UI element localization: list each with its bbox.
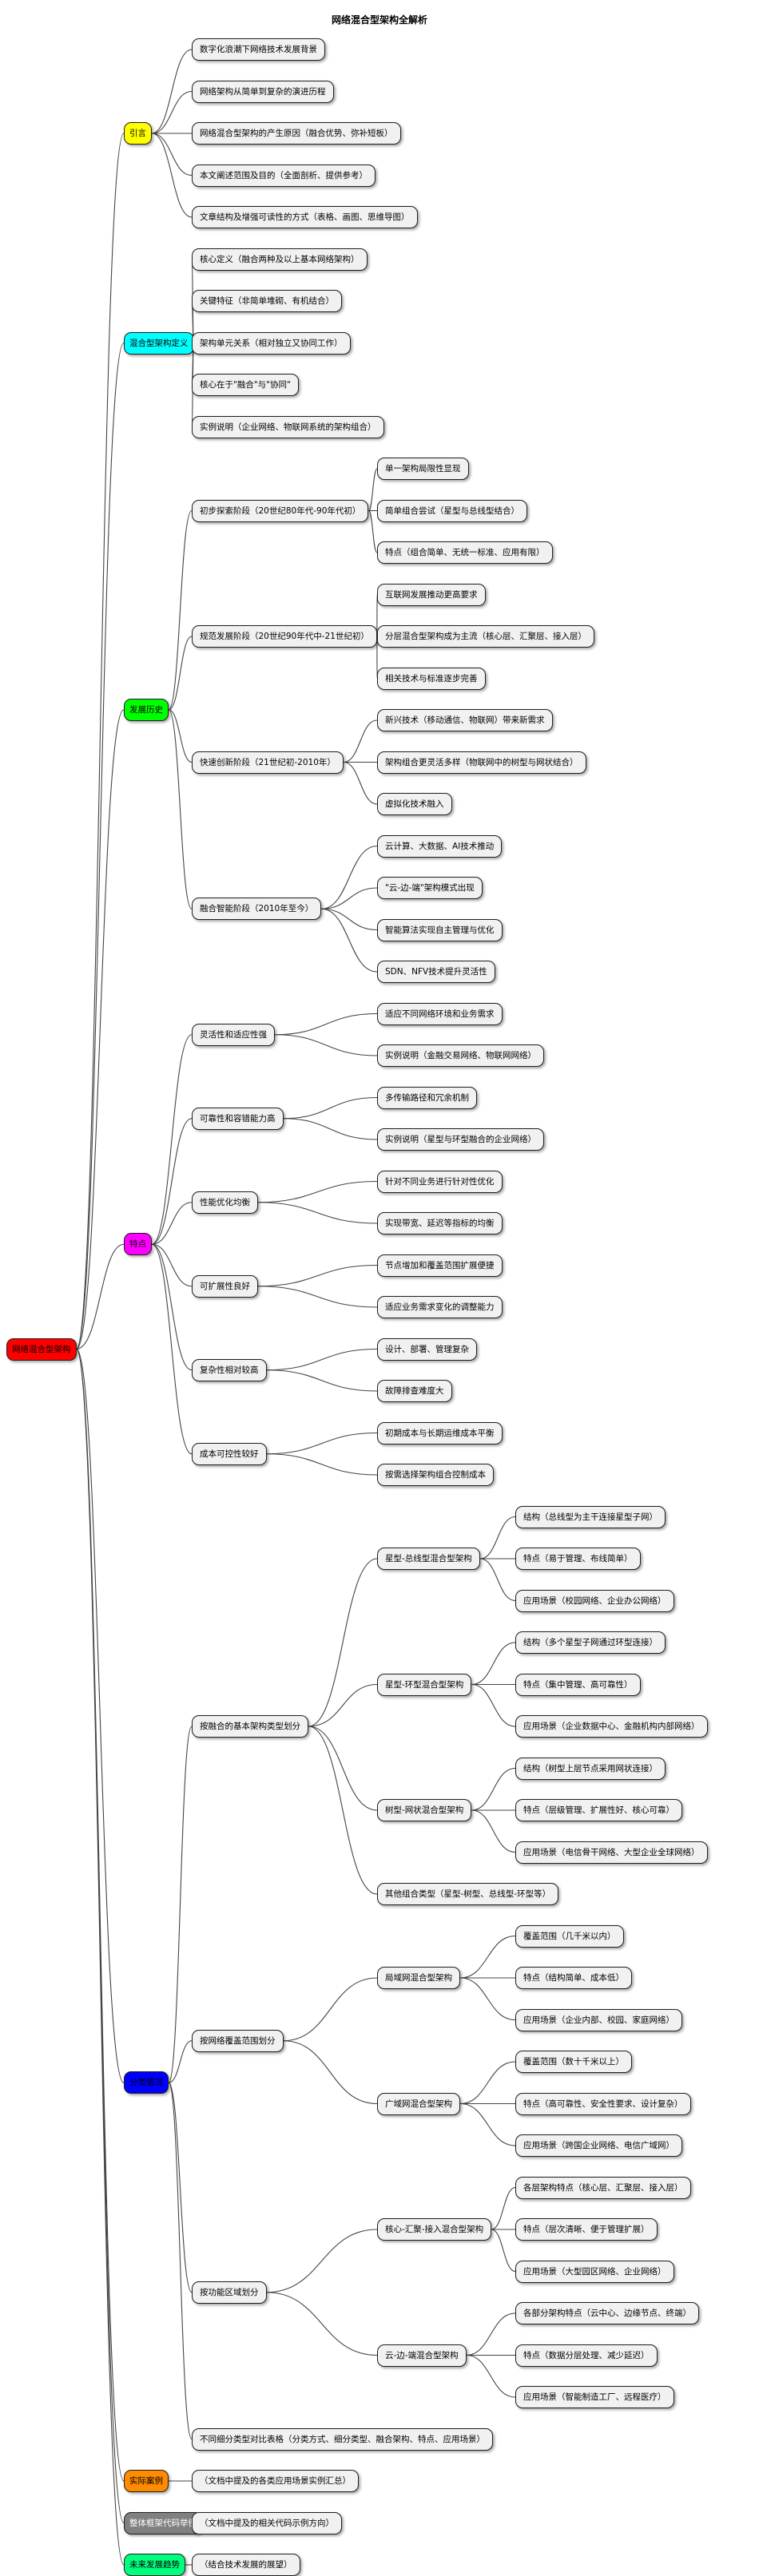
topic-node[interactable]: 可靠性和容错能力高 <box>192 1108 284 1130</box>
leaf-node[interactable]: 单一架构局限性显现 <box>377 458 469 480</box>
leaf-node[interactable]: 数字化浪潮下网络技术发展背景 <box>192 38 325 61</box>
leaf-node[interactable]: 适应不同网络环境和业务需求 <box>377 1003 503 1025</box>
branch-node[interactable]: 发展历史 <box>124 699 169 721</box>
leaf-node[interactable]: 故障排查难度大 <box>377 1380 452 1402</box>
leaf-node[interactable]: 结构（多个星型子网通过环型连接） <box>515 1631 666 1654</box>
leaf-node[interactable]: SDN、NFV技术提升灵活性 <box>377 961 495 983</box>
leaf-node[interactable]: 实例说明（企业网络、物联网系统的架构组合） <box>192 416 384 438</box>
leaf-node[interactable]: 初期成本与长期运维成本平衡 <box>377 1422 503 1445</box>
topic-node[interactable]: 初步探索阶段（20世纪80年代-90年代初） <box>192 500 368 522</box>
leaf-node[interactable]: 架构组合更灵活多样（物联网中的树型与网状结合） <box>377 751 586 774</box>
branch-node[interactable]: 实际案例 <box>124 2470 169 2492</box>
leaf-node[interactable]: 按需选择架构组合控制成本 <box>377 1464 494 1486</box>
leaf-node[interactable]: 特点（组合简单、无统一标准、应用有限） <box>377 541 553 564</box>
leaf-node[interactable]: 应用场景（企业内部、校园、家庭网络） <box>515 2009 682 2031</box>
leaf-node[interactable]: （文档中提及的相关代码示例方向） <box>192 2512 342 2534</box>
leaf-node[interactable]: 特点（层级管理、扩展性好、核心可靠） <box>515 1799 682 1821</box>
leaf-node[interactable]: 核心在于"融合"与"协同" <box>192 374 299 396</box>
topic-node[interactable]: 按网络覆盖范围划分 <box>192 2030 284 2052</box>
leaf-node[interactable]: 结构（总线型为主干连接星型子网） <box>515 1506 666 1528</box>
leaf-node[interactable]: 特点（层次清晰、便于管理扩展） <box>515 2218 658 2241</box>
leaf-node[interactable]: 特点（集中管理、高可靠性） <box>515 1674 641 1696</box>
leaf-node[interactable]: 多传输路径和冗余机制 <box>377 1087 477 1109</box>
topic-node[interactable]: 云-边-端混合型架构 <box>377 2344 467 2367</box>
leaf-node[interactable]: 应用场景（大型园区网络、企业网络） <box>515 2261 674 2283</box>
leaf-node[interactable]: （结合技术发展的展望） <box>192 2554 300 2576</box>
leaf-node[interactable]: 智能算法实现自主管理与优化 <box>377 919 503 941</box>
leaf-node[interactable]: 架构单元关系（相对独立又协同工作） <box>192 332 351 355</box>
topic-node[interactable]: 可扩展性良好 <box>192 1275 258 1298</box>
leaf-node[interactable]: 实例说明（金融交易网络、物联网网络） <box>377 1044 544 1067</box>
leaf-node[interactable]: 应用场景（校园网络、企业办公网络） <box>515 1590 674 1612</box>
leaf-node[interactable]: 特点（数据分层处理、减少延迟） <box>515 2344 658 2367</box>
leaf-node[interactable]: 设计、部署、管理复杂 <box>377 1338 477 1361</box>
topic-node[interactable]: 灵活性和适应性强 <box>192 1024 275 1046</box>
root-node[interactable]: 网络混合型架构 <box>6 1338 77 1361</box>
leaf-node[interactable]: 实现带宽、延迟等指标的均衡 <box>377 1212 503 1234</box>
leaf-node[interactable]: 各层架构特点（核心层、汇聚层、接入层） <box>515 2177 691 2199</box>
topic-node[interactable]: 规范发展阶段（20世纪90年代中-21世纪初） <box>192 625 377 648</box>
topic-node[interactable]: 性能优化均衡 <box>192 1191 258 1214</box>
leaf-node[interactable]: 应用场景（智能制造工厂、远程医疗） <box>515 2386 674 2408</box>
topic-node[interactable]: 树型-网状混合型架构 <box>377 1799 471 1821</box>
leaf-node[interactable]: 覆盖范围（数十千米以上） <box>515 2051 632 2073</box>
leaf-node[interactable]: 分层混合型架构成为主流（核心层、汇聚层、接入层） <box>377 625 594 648</box>
topic-node[interactable]: 核心-汇聚-接入混合型架构 <box>377 2218 491 2241</box>
leaf-node[interactable]: 关键特征（非简单堆砌、有机结合） <box>192 290 342 312</box>
topic-node[interactable]: 快速创新阶段（21世纪初-2010年） <box>192 751 344 774</box>
topic-node[interactable]: 复杂性相对较高 <box>192 1359 267 1381</box>
topic-node[interactable]: 局域网混合型架构 <box>377 1967 460 1989</box>
leaf-node[interactable]: 结构（树型上层节点采用网状连接） <box>515 1758 666 1780</box>
topic-node[interactable]: 融合智能阶段（2010年至今） <box>192 898 321 920</box>
leaf-node[interactable]: 新兴技术（移动通信、物联网）带来新需求 <box>377 709 553 731</box>
leaf-node[interactable]: （文档中提及的各类应用场景实例汇总） <box>192 2470 359 2492</box>
leaf-node[interactable]: 互联网发展推动更高要求 <box>377 584 486 606</box>
topic-node[interactable]: 星型-环型混合型架构 <box>377 1674 471 1696</box>
leaf-node[interactable]: "云-边-端"架构模式出现 <box>377 877 483 899</box>
leaf-node[interactable]: 网络架构从简单到复杂的演进历程 <box>192 81 334 103</box>
branch-node[interactable]: 引言 <box>124 122 152 145</box>
topic-node[interactable]: 广域网混合型架构 <box>377 2093 460 2115</box>
leaf-node[interactable]: 虚拟化技术融入 <box>377 793 452 815</box>
leaf-node[interactable]: 其他组合类型（星型-树型、总线型-环型等） <box>377 1883 558 1905</box>
leaf-node[interactable]: 本文阐述范围及目的（全面剖析、提供参考） <box>192 164 376 187</box>
topic-node[interactable]: 按融合的基本架构类型划分 <box>192 1715 308 1738</box>
leaf-node[interactable]: 简单组合尝试（星型与总线型结合） <box>377 500 527 522</box>
branch-node[interactable]: 特点 <box>124 1233 152 1255</box>
topic-node[interactable]: 成本可控性较好 <box>192 1443 267 1465</box>
leaf-node[interactable]: 节点增加和覆盖范围扩展便捷 <box>377 1254 503 1277</box>
leaf-node[interactable]: 核心定义（融合两种及以上基本网络架构） <box>192 248 368 271</box>
leaf-node[interactable]: 云计算、大数据、AI技术推动 <box>377 835 502 858</box>
leaf-node[interactable]: 应用场景（企业数据中心、金融机构内部网络） <box>515 1715 708 1738</box>
branch-node[interactable]: 未来发展趋势 <box>124 2554 185 2576</box>
branch-node[interactable]: 整体框架代码举例 <box>124 2512 202 2534</box>
leaf-node[interactable]: 应用场景（电信骨干网络、大型企业全球网络） <box>515 1841 708 1864</box>
topic-node[interactable]: 星型-总线型混合型架构 <box>377 1548 480 1570</box>
leaf-node[interactable]: 相关技术与标准逐步完善 <box>377 668 486 690</box>
leaf-node[interactable]: 特点（易于管理、布线简单） <box>515 1548 641 1570</box>
leaf-node[interactable]: 覆盖范围（几千米以内） <box>515 1925 624 1948</box>
leaf-node[interactable]: 特点（高可靠性、安全性要求、设计复杂） <box>515 2093 691 2115</box>
leaf-node[interactable]: 适应业务需求变化的调整能力 <box>377 1296 503 1318</box>
leaf-node[interactable]: 特点（结构简单、成本低） <box>515 1967 632 1989</box>
leaf-node[interactable]: 不同细分类型对比表格（分类方式、细分类型、融合架构、特点、应用场景） <box>192 2428 493 2451</box>
leaf-node[interactable]: 各部分架构特点（云中心、边缘节点、终端） <box>515 2302 699 2324</box>
leaf-node[interactable]: 应用场景（跨国企业网络、电信广域网） <box>515 2134 682 2157</box>
leaf-node[interactable]: 实例说明（星型与环型融合的企业网络） <box>377 1128 544 1151</box>
leaf-node[interactable]: 网络混合型架构的产生原因（融合优势、弥补短板） <box>192 122 401 145</box>
topic-node[interactable]: 按功能区域划分 <box>192 2281 267 2304</box>
branch-node[interactable]: 分类情况 <box>124 2071 169 2094</box>
branch-node[interactable]: 混合型架构定义 <box>124 332 194 355</box>
leaf-node[interactable]: 文章结构及增强可读性的方式（表格、画图、思维导图） <box>192 206 418 228</box>
leaf-node[interactable]: 针对不同业务进行针对性优化 <box>377 1171 503 1193</box>
